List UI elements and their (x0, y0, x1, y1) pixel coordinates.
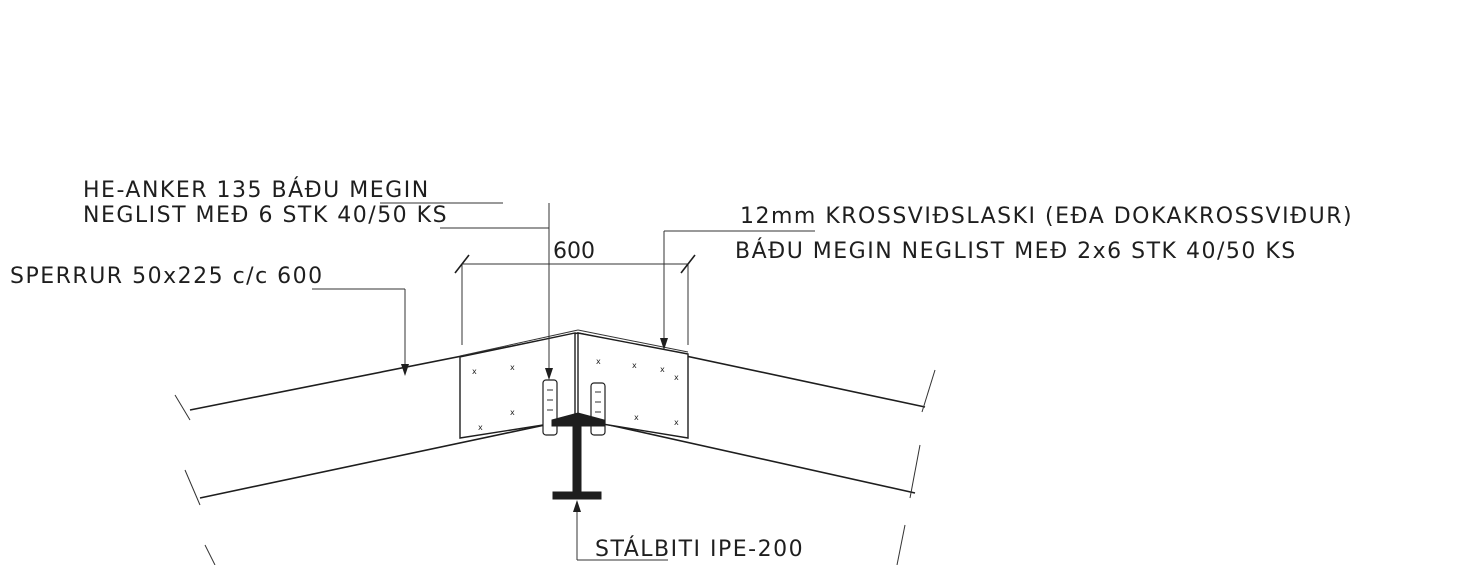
he-anchor-right (590, 382, 606, 436)
rafter-label: SPERRUR 50x225 c/c 600 (10, 264, 324, 289)
svg-text:x: x (674, 418, 679, 427)
anchor-callout: HE-ANKER 135 BÁÐU MEGIN NEGLIST MEÐ 6 ST… (83, 177, 553, 380)
svg-text:x: x (510, 408, 515, 417)
he-anchor-left (542, 379, 558, 436)
plywood-label-line2: BÁÐU MEGIN NEGLIST MEÐ 2x6 STK 40/50 KS (735, 238, 1297, 264)
svg-text:x: x (632, 361, 637, 370)
dimension-600: 600 (454, 239, 696, 345)
svg-text:x: x (510, 363, 515, 372)
steel-beam-ipe-200 (551, 412, 605, 500)
steel-beam-label: STÁLBITI IPE-200 (595, 536, 804, 562)
plywood-callout: 12mm KROSSVIÐSLASKI (EÐA DOKAKROSSVIÐUR)… (660, 204, 1353, 350)
svg-text:x: x (660, 365, 665, 374)
dimension-label-600: 600 (553, 239, 595, 264)
plywood-label-line1: 12mm KROSSVIÐSLASKI (EÐA DOKAKROSSVIÐUR) (740, 204, 1353, 229)
steel-beam-callout: STÁLBITI IPE-200 (573, 500, 804, 562)
rafter-callout: SPERRUR 50x225 c/c 600 (10, 264, 409, 376)
svg-text:x: x (478, 423, 483, 432)
svg-text:x: x (596, 357, 601, 366)
svg-text:x: x (674, 373, 679, 382)
svg-text:x: x (472, 367, 477, 376)
anchor-label-line1: HE-ANKER 135 BÁÐU MEGIN (83, 177, 430, 203)
svg-text:x: x (634, 413, 639, 422)
anchor-label-line2: NEGLIST MEÐ 6 STK 40/50 KS (83, 203, 448, 228)
